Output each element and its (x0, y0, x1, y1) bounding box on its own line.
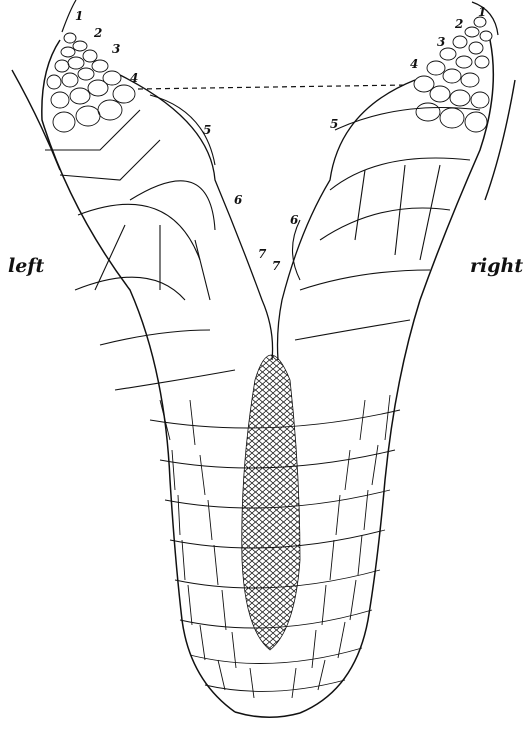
left-number-3: 3 (112, 42, 120, 56)
right-number-7: 7 (272, 259, 281, 273)
right-number-6: 6 (290, 213, 299, 227)
right-number-5: 5 (330, 117, 338, 131)
left-number-4: 4 (130, 71, 138, 85)
right-number-2: 2 (454, 17, 463, 31)
left-number-5: 5 (203, 123, 211, 137)
dashed-connector (138, 85, 407, 89)
left-top-curve (62, 0, 76, 32)
label-left: left (8, 255, 44, 277)
inner-meshwork (242, 355, 300, 650)
left-tip-cells (47, 33, 135, 132)
right-tip-cells (414, 17, 492, 132)
base-outline (235, 712, 300, 717)
right-large-cells (293, 108, 481, 341)
right-lobe-outline (300, 40, 493, 713)
left-number-7: 7 (258, 247, 267, 261)
left-lobe-outline (42, 40, 235, 712)
left-number-6: 6 (234, 193, 243, 207)
right-number-3: 3 (437, 35, 445, 49)
label-right: right (470, 255, 523, 277)
right-number-4: 4 (410, 57, 418, 71)
left-number-1: 1 (75, 9, 83, 23)
right-outer-stem (485, 80, 515, 200)
left-inner-edge (120, 75, 273, 360)
right-number-1: 1 (478, 5, 486, 19)
left-number-2: 2 (93, 26, 102, 40)
left-large-cells (45, 95, 235, 390)
